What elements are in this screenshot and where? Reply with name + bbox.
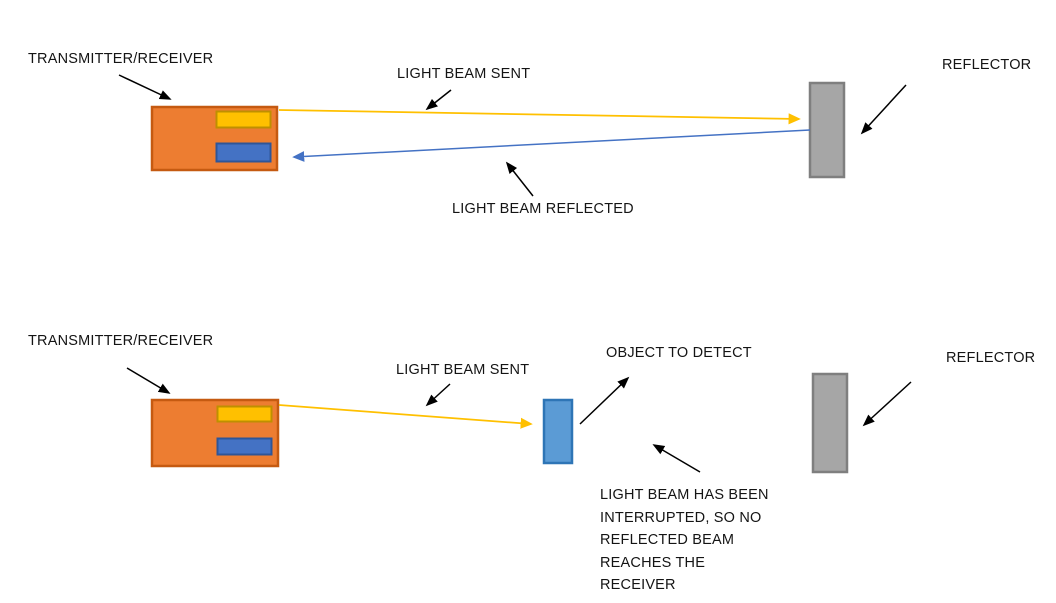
top-reflector-rect	[808, 81, 846, 179]
bottom-transmitter-label: TRANSMITTER/RECEIVER	[28, 333, 214, 349]
bottom-transmitter-pointer-arrow	[126, 367, 171, 394]
bottom-emitter-rect	[216, 405, 273, 423]
object-pointer-arrow	[579, 376, 630, 425]
bottom-reflector-rect	[811, 372, 849, 474]
top-emitter-rect	[215, 110, 272, 129]
interrupted-line: REFLECTED BEAM	[600, 532, 735, 548]
object-to-detect-label: OBJECT TO DETECT	[606, 345, 752, 361]
interrupted-explanation-text: LIGHT BEAM HAS BEEN INTERRUPTED, SO NO R…	[600, 484, 795, 597]
interrupted-line: REACHES THE	[600, 554, 706, 571]
bottom-beam-sent-line	[278, 404, 533, 429]
interrupted-pointer-arrow	[652, 444, 701, 473]
interrupted-line: LIGHT BEAM HAS BEEN	[600, 487, 769, 503]
top-beam-sent-label: LIGHT BEAM SENT	[397, 66, 531, 82]
top-transmitter-pointer-arrow	[118, 74, 172, 100]
top-receiver-rect	[215, 142, 272, 163]
top-beam-reflected-label: LIGHT BEAM REFLECTED	[452, 201, 634, 217]
top-reflector-pointer-arrow	[860, 84, 907, 135]
bottom-beam-sent-pointer-arrow	[425, 383, 451, 407]
bottom-reflector-pointer-arrow	[862, 381, 912, 427]
interrupted-line: RECEIVER	[600, 577, 676, 593]
top-reflector-label: REFLECTOR	[942, 57, 1032, 73]
object-to-detect-rect	[542, 398, 574, 465]
top-transmitter-label: TRANSMITTER/RECEIVER	[28, 51, 214, 67]
top-beam-reflected-pointer-arrow	[505, 161, 534, 197]
top-beam-sent-pointer-arrow	[425, 89, 452, 111]
interrupted-line: INTERRUPTED, SO NO	[600, 509, 762, 526]
bottom-reflector-label: REFLECTOR	[946, 350, 1036, 366]
top-beam-reflected-line	[292, 129, 811, 162]
bottom-receiver-rect	[216, 437, 273, 456]
bottom-beam-sent-label: LIGHT BEAM SENT	[396, 362, 530, 378]
top-beam-sent-line	[278, 109, 801, 125]
